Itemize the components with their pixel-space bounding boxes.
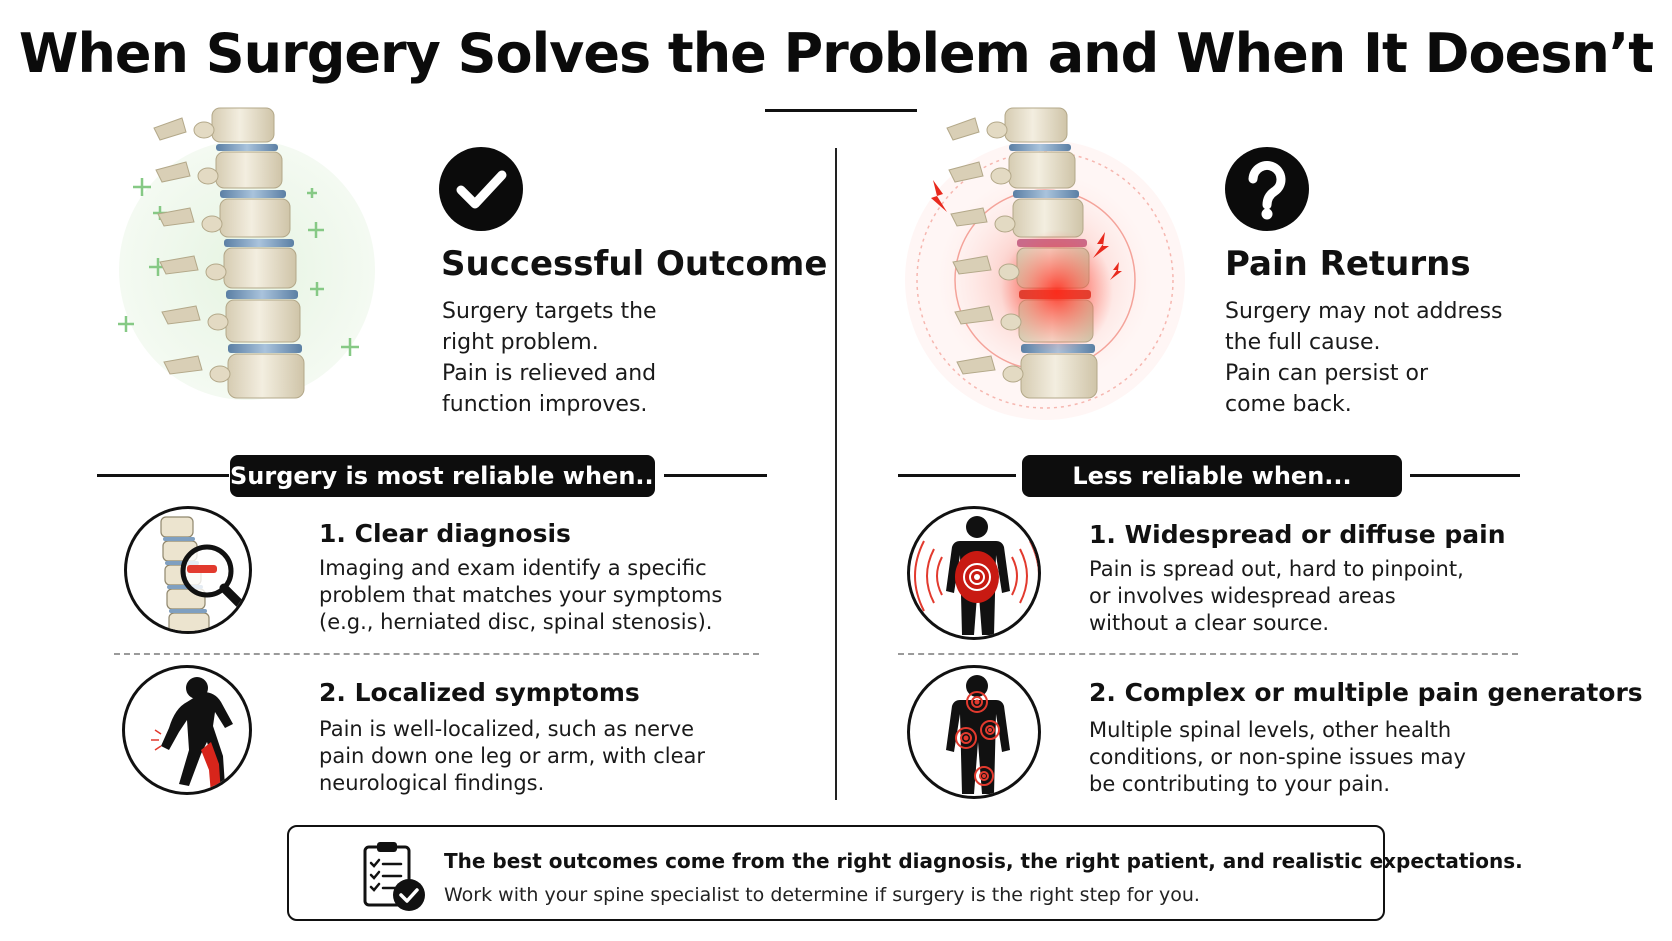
- description-line: be contributing to your pain.: [1089, 772, 1391, 796]
- clear-diagnosis-description: Imaging and exam identify a specific pro…: [319, 555, 722, 636]
- description-line: Pain is well-localized, such as nerve: [319, 717, 695, 741]
- description-line: Surgery may not address: [1225, 299, 1503, 324]
- item-separator: [898, 653, 1518, 655]
- description-line: neurological findings.: [319, 771, 545, 795]
- diffuse-pain-figure-icon: [907, 506, 1041, 640]
- description-line: conditions, or non-spine issues may: [1089, 745, 1466, 769]
- pain-returns-heading: Pain Returns: [1225, 244, 1471, 284]
- banner-rule: [1410, 474, 1520, 477]
- description-line: or involves widespread areas: [1089, 584, 1396, 608]
- clear-diagnosis-title: 1. Clear diagnosis: [319, 519, 571, 548]
- banner-rule: [664, 474, 767, 477]
- footer-key-message: The best outcomes come from the right di…: [444, 849, 1523, 873]
- localized-symptoms-description: Pain is well-localized, such as nerve pa…: [319, 716, 705, 797]
- description-line: come back.: [1225, 392, 1352, 417]
- description-line: Multiple spinal levels, other health: [1089, 718, 1452, 742]
- page-title: When Surgery Solves the Problem and When…: [18, 22, 1654, 85]
- description-line: Pain is spread out, hard to pinpoint,: [1089, 557, 1464, 581]
- complex-pain-generators-title: 2. Complex or multiple pain generators: [1089, 678, 1643, 707]
- center-divider: [835, 148, 837, 800]
- title-underline: [765, 109, 917, 112]
- footer-callout: The best outcomes come from the right di…: [287, 825, 1523, 921]
- footer-advice: Work with your spine specialist to deter…: [444, 884, 1200, 906]
- less-reliable-banner: Less reliable when...: [1022, 455, 1402, 497]
- successful-outcome-heading: Successful Outcome: [441, 244, 828, 284]
- item-separator: [114, 653, 759, 655]
- description-line: Imaging and exam identify a specific: [319, 556, 707, 580]
- banner-rule: [898, 474, 1016, 477]
- description-line: (e.g., herniated disc, spinal stenosis).: [319, 610, 713, 634]
- clipboard-checklist-icon: [363, 842, 425, 911]
- widespread-pain-title: 1. Widespread or diffuse pain: [1089, 520, 1506, 549]
- description-line: Surgery targets the: [442, 299, 657, 324]
- banner-rule: [97, 474, 229, 477]
- localized-symptoms-title: 2. Localized symptoms: [319, 678, 640, 707]
- description-line: Pain is relieved and: [442, 361, 657, 386]
- checkmark-icon: [439, 147, 523, 231]
- painful-spine-illustration: [905, 107, 1185, 420]
- description-line: Pain can persist or: [1225, 361, 1429, 386]
- healthy-spine-illustration: [118, 107, 375, 400]
- widespread-pain-description: Pain is spread out, hard to pinpoint, or…: [1089, 556, 1464, 637]
- description-line: right problem.: [442, 330, 599, 355]
- question-mark-icon: [1225, 147, 1309, 231]
- reliable-when-banner: Surgery is most reliable when...: [230, 455, 663, 497]
- complex-pain-generators-description: Multiple spinal levels, other health con…: [1089, 717, 1466, 798]
- leg-pain-figure-icon: [122, 665, 252, 795]
- pain-returns-description: Surgery may not address the full cause. …: [1225, 296, 1555, 420]
- multiple-pain-points-figure-icon: [907, 665, 1041, 799]
- spine-magnifier-icon: [124, 506, 252, 634]
- description-line: without a clear source.: [1089, 611, 1330, 635]
- description-line: problem that matches your symptoms: [319, 583, 723, 607]
- successful-outcome-description: Surgery targets the right problem. Pain …: [442, 296, 772, 420]
- description-line: the full cause.: [1225, 330, 1381, 355]
- description-line: pain down one leg or arm, with clear: [319, 744, 705, 768]
- description-line: function improves.: [442, 392, 648, 417]
